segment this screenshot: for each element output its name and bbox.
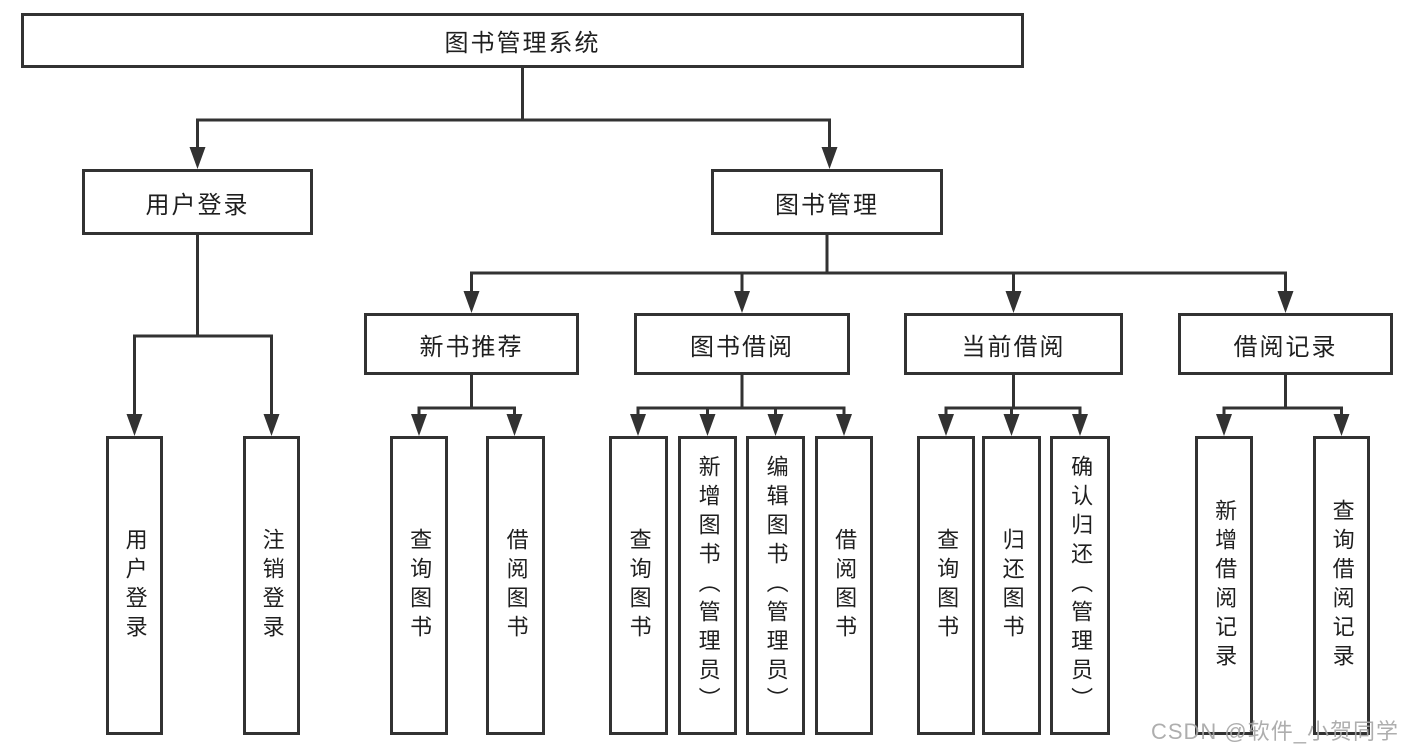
leaf-logout-login: 注销登录 <box>243 436 300 735</box>
leaf-cb-query-books: 查询图书 <box>917 436 975 735</box>
leaf-br-add-borrow-record: 新增借阅记录 <box>1195 436 1253 735</box>
node-new-book-recommend: 新书推荐 <box>364 313 579 375</box>
leaf-user-login: 用户登录 <box>106 436 163 735</box>
node-label: 图书管理 <box>775 191 879 219</box>
node-book-borrow: 图书借阅 <box>634 313 850 375</box>
node-label: 新增借阅记录 <box>1212 498 1238 673</box>
node-label: 图书管理系统 <box>444 30 601 57</box>
node-label: 确认归还（管理员） <box>1068 455 1094 716</box>
csdn-watermark: CSDN @软件_小贺同学 <box>1150 719 1399 744</box>
node-label: 编辑图书（管理员） <box>763 455 789 716</box>
node-label: 查询图书 <box>407 527 433 644</box>
node-label: 当前借阅 <box>961 333 1066 361</box>
leaf-bb-query-books: 查询图书 <box>609 436 668 735</box>
node-label: 借阅图书 <box>832 527 858 644</box>
node-label: 用户登录 <box>122 527 148 644</box>
node-book-management: 图书管理 <box>711 169 943 235</box>
node-label: 查询图书 <box>626 527 652 644</box>
leaf-cb-return-books: 归还图书 <box>982 436 1041 735</box>
arrowhead-icons <box>126 147 1350 436</box>
node-label: 新书推荐 <box>419 333 524 361</box>
node-label: 查询借阅记录 <box>1329 498 1355 673</box>
node-borrow-records: 借阅记录 <box>1178 313 1393 375</box>
leaf-bb-edit-books-admin: 编辑图书（管理员） <box>746 436 805 735</box>
node-label: 借阅记录 <box>1233 333 1338 361</box>
leaf-nb-query-books: 查询图书 <box>390 436 448 735</box>
node-user-login: 用户登录 <box>82 169 313 235</box>
node-label: 借阅图书 <box>503 527 529 644</box>
node-label: 用户登录 <box>145 191 250 219</box>
node-label: 查询图书 <box>934 527 960 644</box>
leaf-bb-borrow-books: 借阅图书 <box>815 436 873 735</box>
leaf-br-query-borrow-record: 查询借阅记录 <box>1313 436 1370 735</box>
leaf-bb-add-books-admin: 新增图书（管理员） <box>678 436 737 735</box>
node-label: 新增图书（管理员） <box>695 455 721 716</box>
node-root-library-management-system: 图书管理系统 <box>21 13 1024 68</box>
node-label: 归还图书 <box>999 527 1025 644</box>
node-current-borrow: 当前借阅 <box>904 313 1123 375</box>
leaf-nb-borrow-books: 借阅图书 <box>486 436 545 735</box>
node-label: 注销登录 <box>259 527 285 644</box>
leaf-cb-confirm-return-admin: 确认归还（管理员） <box>1050 436 1110 735</box>
node-label: 图书借阅 <box>690 333 794 361</box>
